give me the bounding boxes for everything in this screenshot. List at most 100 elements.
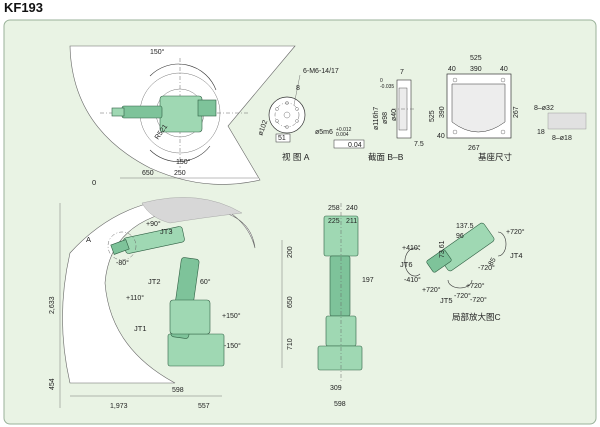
detail-c-dim-7361: 73.61 (439, 240, 446, 258)
base-dim-390-left: 390 (439, 106, 446, 118)
base-dim-40-top-left: 40 (448, 66, 456, 73)
detail-c-dim-85: 85 (488, 257, 498, 267)
base-side-profile (547, 112, 587, 130)
detail-c-dim-1375: 137.5 (456, 223, 474, 230)
front-view-dim-197: 197 (362, 277, 374, 284)
side-view-dim-2633: 2,633 (49, 296, 56, 314)
base-hole (500, 77, 506, 83)
front-view-dim-258: 258 (328, 205, 340, 212)
view-a-bolt-hole (285, 125, 289, 129)
side-view-angle-plus90: +90° (146, 220, 161, 228)
view-a-center (283, 111, 291, 119)
front-view-dim-225: 225 (328, 218, 340, 225)
detail-c-angle-minus720-a: -720° (454, 292, 471, 300)
detail-c-rotation-arc-jt5 (447, 279, 473, 289)
top-view-angle-arc-top (149, 63, 217, 91)
side-view-dim-557: 557 (198, 403, 210, 410)
top-view-angle-bottom: 150° (176, 158, 191, 166)
base-dim-267-bottom: 267 (468, 145, 480, 152)
view-a-dim-tol2: 0.004 (336, 132, 349, 138)
view-a-bolt-hole (275, 119, 279, 123)
section-bb-tol-low: -0.035 (380, 84, 394, 90)
base-outline (451, 83, 506, 133)
detail-c-angle-plus410: +410° (402, 244, 421, 252)
view-a-dim-flatness: 0.04 (348, 142, 362, 149)
side-view-shaded-area (141, 197, 243, 224)
base-dim-40-top-right: 40 (500, 66, 508, 73)
side-view-angle-60: 60° (200, 278, 211, 286)
base-dim-390-top: 390 (470, 66, 482, 73)
side-view-robot-base (167, 333, 225, 367)
detail-c-flange (426, 249, 452, 273)
top-view-robot-wrist (111, 107, 125, 117)
base-dim-holes-large: 8–ø32 (534, 105, 554, 112)
view-a-dim-pin: ø5m6 (315, 129, 333, 136)
view-a: 6-M6-14/17 ø102 51 8 ø5m6 +0.012 0.004 0… (257, 68, 365, 162)
view-a-bolt-hole (295, 119, 299, 123)
front-view-dim-309: 309 (330, 385, 342, 392)
side-view-angle-minus150: -150° (224, 342, 241, 350)
section-bb-dim-7: 7 (400, 69, 404, 76)
section-bb-dim-dia1: ø116h7 (373, 107, 380, 130)
side-view-angle-minus80: -80° (116, 259, 129, 267)
detail-c-label-jt6: JT6 (400, 260, 413, 269)
side-view-label-a: A (86, 235, 91, 244)
side-view-dim-454: 454 (49, 378, 56, 390)
detail-c-angle-plus720-b: +720° (506, 228, 525, 236)
view-a-tolerance-frame (333, 139, 365, 149)
drawing-panel: 150° 150° R521 6-M6-14/17 ø102 51 8 ø5m6… (3, 19, 597, 425)
section-bb: 7 ø116h7 ø98 ø40 7.5 -0.035 0 截面 B–B (368, 69, 424, 162)
side-view-label-jt2: JT2 (148, 277, 161, 286)
section-bb-tol-high: 0 (380, 78, 383, 84)
view-a-dim-51: 51 (278, 135, 286, 142)
side-view-angle-plus150: +150° (222, 312, 241, 320)
base-dimensions: 525 390 40 40 390 525 40 267 8–ø32 267 1… (429, 55, 587, 162)
detail-c-angle-minus720-b: -720° (478, 264, 495, 272)
section-bb-caption: 截面 B–B (368, 152, 404, 162)
view-a-bolt-label: 6-M6-14/17 (303, 68, 339, 75)
detail-c-label-jt4: JT4 (510, 251, 523, 260)
detail-c-label-jt5: JT5 (440, 296, 453, 305)
side-view-robot-turret (169, 299, 211, 335)
side-view-dim-710: 710 (287, 338, 294, 350)
detail-c-rotation-arc-jt6 (404, 247, 421, 277)
front-view-dim-598: 598 (334, 401, 346, 408)
side-view-dim-1973: 1,973 (110, 403, 128, 410)
view-a-caption: 视 图 A (282, 152, 310, 162)
top-view-robot-motor (197, 99, 217, 117)
detail-c-rotation-arc-jt4 (497, 231, 507, 257)
front-view: 258 240 225 211 197 309 598 (317, 203, 374, 408)
front-view-base (317, 345, 363, 371)
base-hole (500, 129, 506, 135)
view-a-leader (293, 74, 301, 106)
view-a-bolt-hole (295, 107, 299, 111)
front-view-dim-211: 211 (346, 218, 357, 225)
detail-c-angle-minus410: -410° (404, 276, 421, 284)
section-bb-dim-dia3: ø40 (391, 109, 398, 121)
view-a-dim-8: 8 (296, 85, 300, 92)
detail-c: JT6 JT5 JT4 +410° -410° +720° -720° +720… (400, 222, 525, 322)
base-caption: 基座尺寸 (478, 152, 513, 162)
side-view-dim-598: 598 (172, 387, 184, 394)
section-bb-dim-75: 7.5 (414, 141, 424, 148)
base-dim-267-right: 267 (513, 106, 520, 118)
side-view-label-0: 0 (92, 178, 96, 187)
base-hole (452, 129, 458, 135)
side-view-dim-250: 250 (174, 170, 186, 177)
base-dim-525-left: 525 (429, 110, 436, 122)
side-view-robot-wrist (110, 239, 130, 255)
side-view-angle-plus110: +110° (126, 294, 144, 302)
detail-c-angle-plus720-c: +720° (466, 282, 485, 290)
detail-c-dim-96: 96 (456, 233, 464, 240)
view-a-bolt-hole (285, 101, 289, 105)
base-hole (452, 77, 458, 83)
view-a-flange (268, 96, 306, 134)
base-dim-525-top: 525 (470, 55, 482, 62)
view-a-bolt-circle (274, 102, 300, 128)
top-view-angle-top: 150° (150, 48, 165, 56)
section-bb-dim-dia2: ø98 (382, 112, 389, 124)
side-view-label-jt3: JT3 (160, 227, 173, 236)
model-title: KF193 (4, 0, 44, 15)
front-view-dim-240: 240 (346, 205, 358, 212)
side-view-detail-circle (107, 231, 137, 261)
